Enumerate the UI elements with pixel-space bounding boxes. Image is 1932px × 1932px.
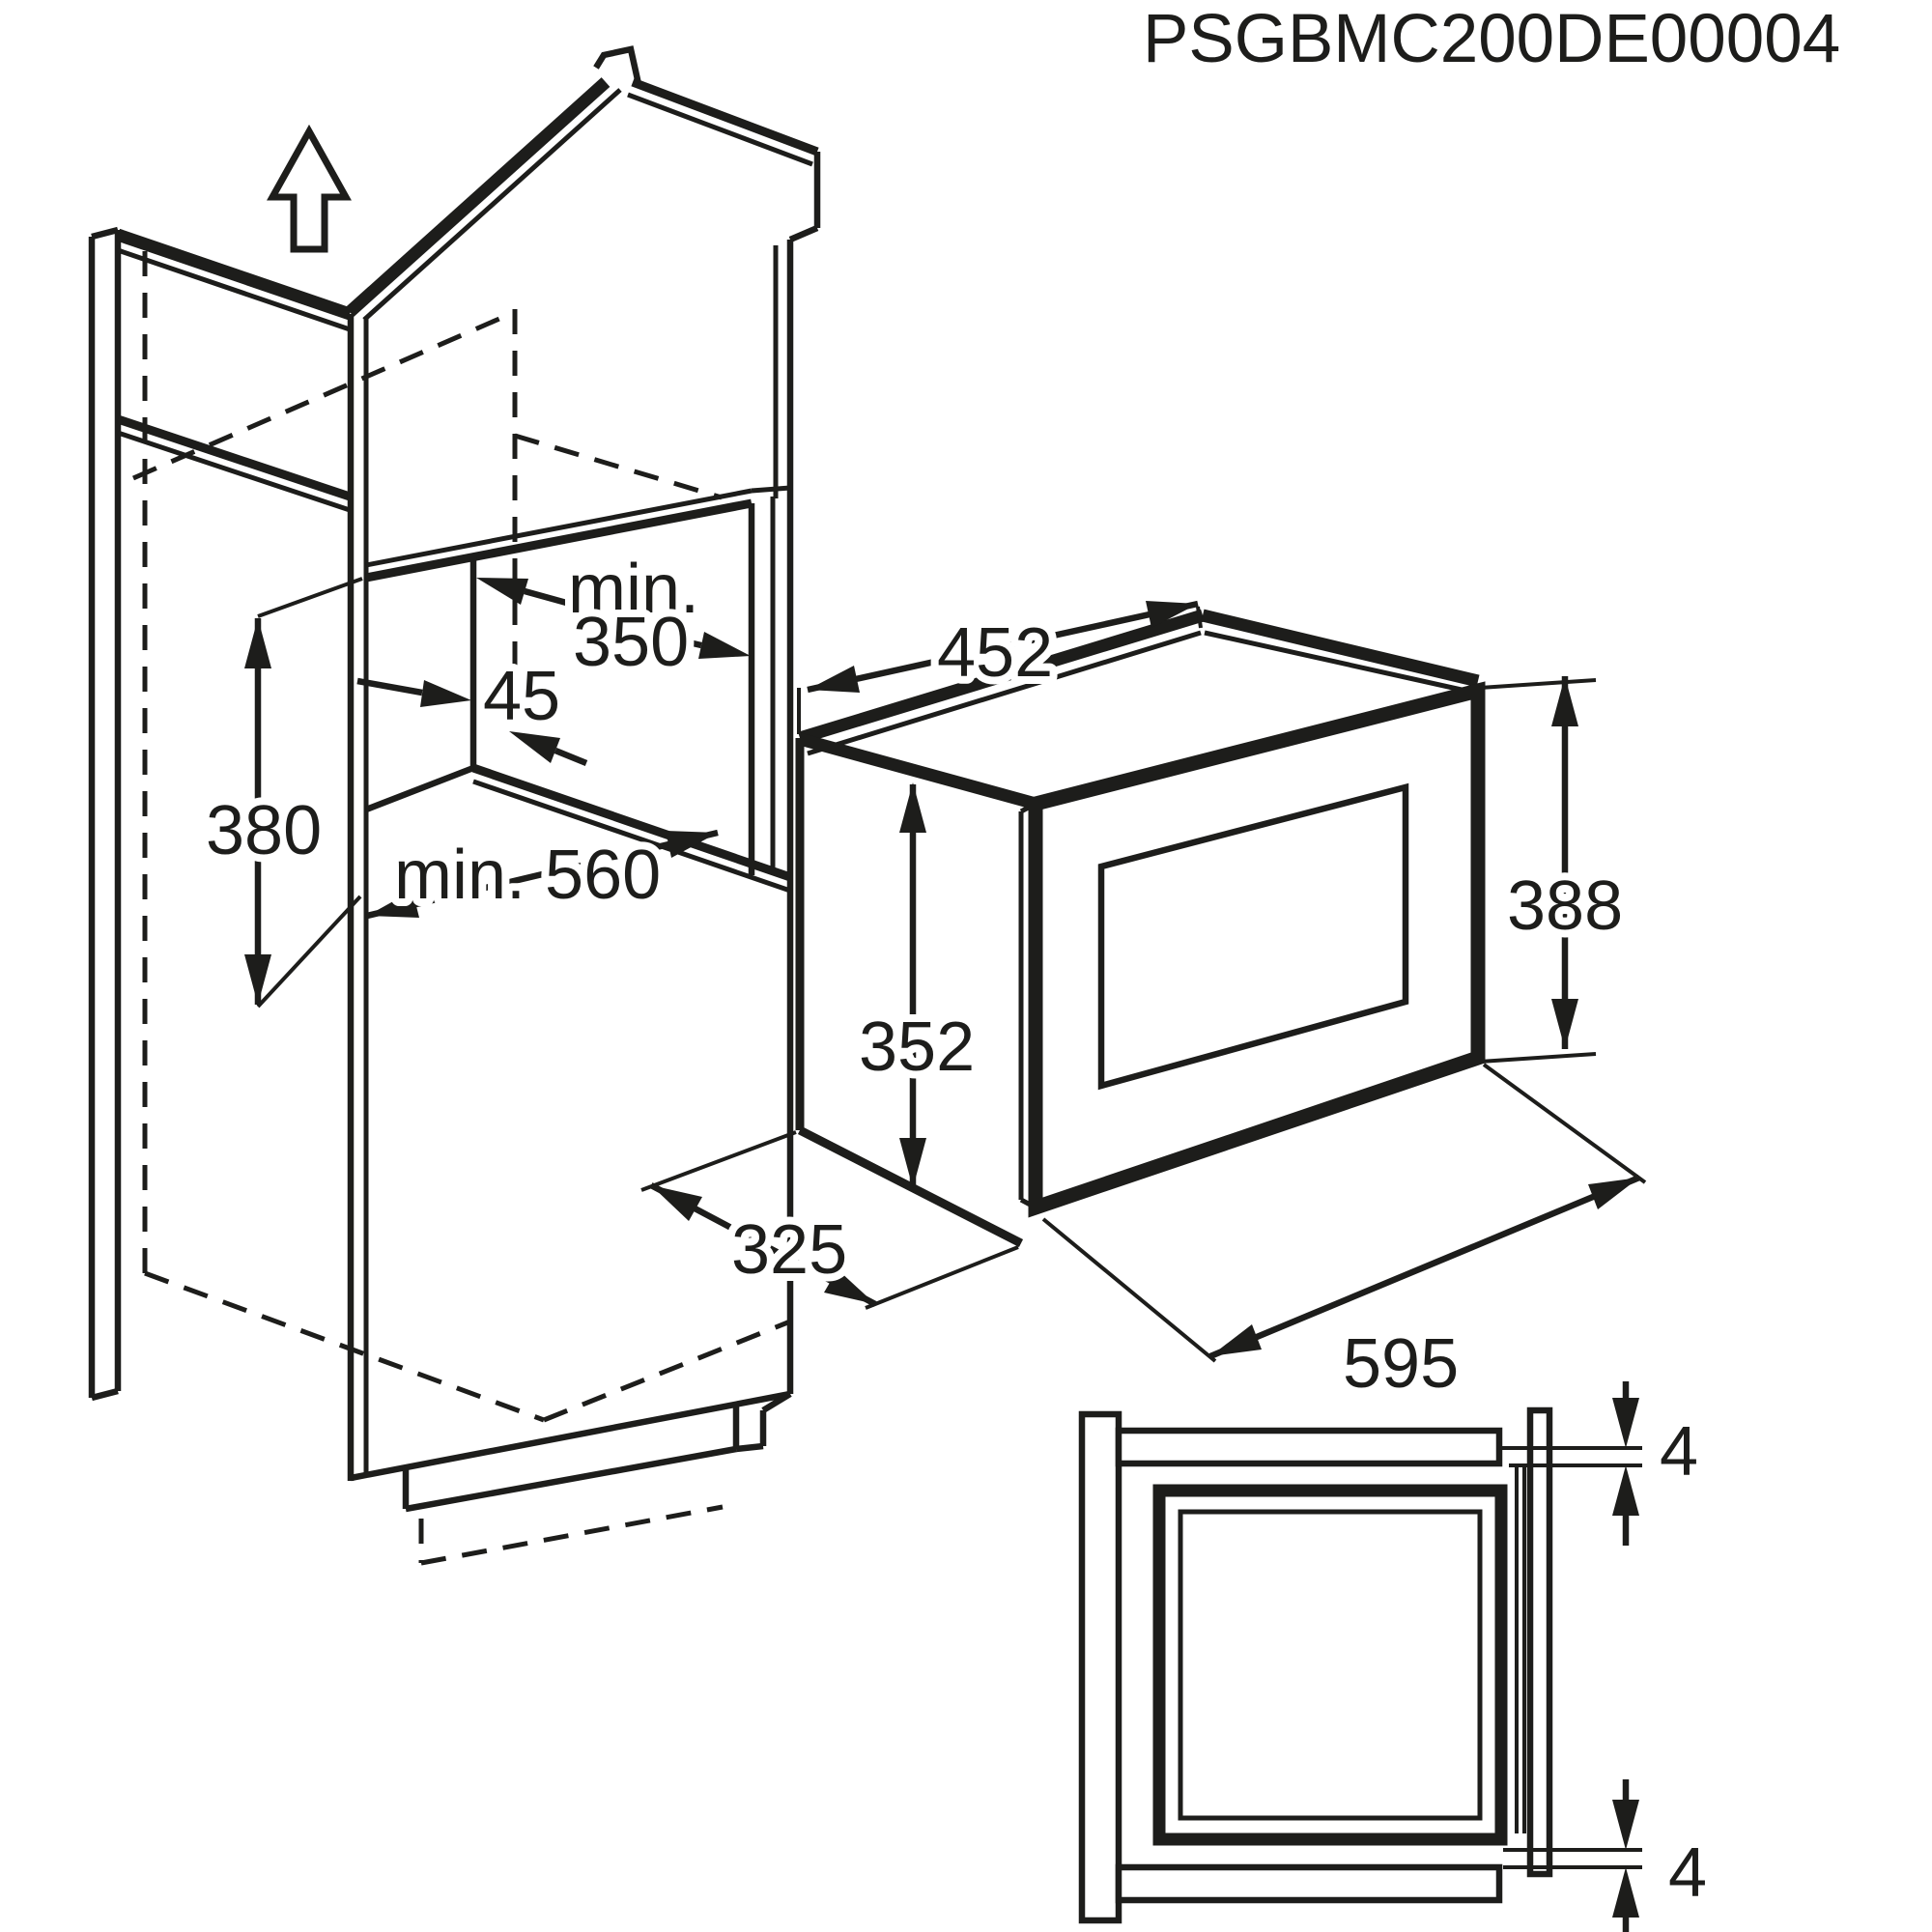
cabinet-lower-front bbox=[350, 1390, 792, 1513]
dim-452-label: 452 bbox=[937, 614, 1053, 692]
dim-595-label: 595 bbox=[1343, 1325, 1459, 1403]
dim-min-label: min. bbox=[568, 551, 699, 628]
dim-352-arrow bbox=[899, 782, 926, 1188]
microwave-dimensions bbox=[640, 600, 1647, 1363]
dim-325-label: 325 bbox=[731, 1211, 847, 1289]
labels: PSGBMC200DE00004 min. 350 45 380 min. 56… bbox=[198, 0, 1848, 1919]
microwave-door bbox=[1018, 681, 1486, 1218]
detail-bottom-shelf bbox=[1115, 1863, 1503, 1904]
dim-min-560-label: min. 560 bbox=[394, 837, 661, 914]
dim-4-bottom-label: 4 bbox=[1668, 1834, 1707, 1912]
dim-388-label: 388 bbox=[1507, 867, 1623, 945]
cabinet-side-panel bbox=[88, 226, 122, 1402]
detail-gap-bottom bbox=[1503, 1779, 1642, 1932]
cabinet-upper-box bbox=[115, 45, 821, 1481]
microwave-drawing bbox=[640, 600, 1647, 1363]
trim-section-detail bbox=[1078, 1381, 1642, 1932]
dim-352-label: 352 bbox=[859, 1009, 975, 1086]
cabinet-niche bbox=[364, 485, 792, 894]
dim-380-label: 380 bbox=[206, 792, 322, 869]
detail-gap-top bbox=[1499, 1381, 1642, 1546]
detail-trim-strip bbox=[1526, 1406, 1553, 1878]
detail-cabinet-wall bbox=[1078, 1410, 1122, 1924]
hidden-edges bbox=[132, 251, 791, 1566]
cabinet-dimensions bbox=[244, 577, 751, 1009]
microwave-body bbox=[795, 609, 1480, 1248]
detail-top-shelf bbox=[1115, 1427, 1503, 1467]
removal-direction-up-arrow-icon bbox=[267, 124, 352, 253]
microwave-door-window bbox=[1097, 782, 1409, 1091]
dim-4-top-label: 4 bbox=[1660, 1413, 1698, 1491]
cabinet-drawing bbox=[88, 45, 821, 1513]
dim-45-label: 45 bbox=[483, 658, 560, 735]
dim-350-label: 350 bbox=[573, 604, 689, 681]
detail-microwave-frame bbox=[1152, 1484, 1508, 1846]
drawing-number-title: PSGBMC200DE00004 bbox=[1143, 1, 1840, 77]
detail-microwave-inner bbox=[1178, 1509, 1483, 1821]
